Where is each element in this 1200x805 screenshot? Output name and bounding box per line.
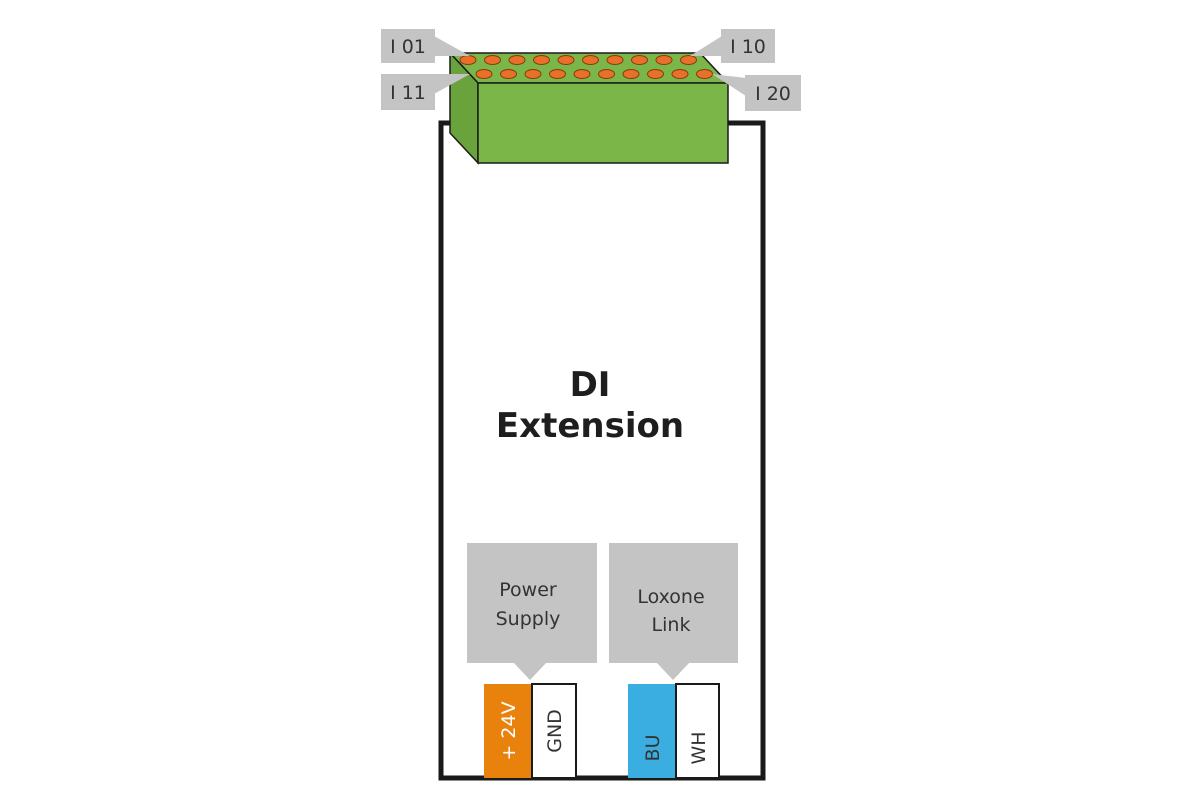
terminal-bu-label: BU: [642, 735, 664, 762]
pin-label-i10: I 10: [690, 29, 775, 63]
pin-row2-pin-8: [647, 69, 664, 79]
pin-row1-pin-8: [631, 55, 648, 65]
terminal-bu-block: [628, 684, 676, 778]
pin-label-i01-text: I 01: [390, 36, 426, 58]
device-title-line2: Extension: [496, 406, 684, 446]
power-supply-callout-pointer: [513, 662, 547, 680]
pin-label-i20: I 20: [712, 74, 801, 111]
pin-label-i01: I 01: [381, 29, 470, 63]
device-title-line1: DI: [570, 365, 611, 405]
power-supply-label-line1: Power: [499, 579, 557, 601]
pin-label-i20-text: I 20: [755, 83, 791, 105]
pin-callout-i10-pointer: [690, 36, 722, 56]
pin-label-i11: I 11: [381, 74, 470, 110]
terminal-gnd-block: [531, 683, 577, 779]
pin-row2-pin-9: [671, 69, 689, 79]
pin-row1-pin-9: [655, 55, 673, 65]
pin-row2-pin-5: [573, 69, 591, 79]
loxone-link-label-line1: Loxone: [637, 586, 704, 608]
pin-row2-pin-2: [500, 69, 517, 79]
loxone-link-callout-pointer: [656, 662, 690, 680]
power-supply-callout-box: [467, 543, 597, 663]
pin-row1-pin-6: [582, 55, 599, 65]
pin-row1-pin-4: [533, 55, 550, 65]
terminal-gnd-label: GND: [544, 709, 566, 753]
device-body: [438, 120, 766, 781]
terminal-plus24v: + 24V: [484, 684, 532, 778]
terminal-wh-block: [675, 683, 720, 779]
pin-row1-pin-3: [508, 55, 526, 65]
pin-row2-pin-1: [475, 69, 493, 79]
power-supply-label-line2: Supply: [496, 608, 561, 630]
pin-row2-pin-3: [524, 69, 542, 79]
pin-callout-i20-box: [745, 75, 801, 111]
loxone-link-label-line2: Link: [652, 614, 691, 636]
pin-label-i10-text: I 10: [730, 36, 766, 58]
input-connector: [448, 51, 730, 165]
loxone-link-callout: Loxone Link: [609, 543, 738, 680]
pin-row1-pin-1: [459, 55, 477, 65]
pin-callout-i20-pointer: [712, 74, 746, 96]
power-supply-callout: Power Supply: [467, 543, 597, 680]
pin-callout-i11-pointer: [434, 74, 470, 94]
pin-row2-pin-4: [549, 69, 566, 79]
terminal-bu: BU: [628, 684, 676, 778]
pin-row2-pin-10: [696, 69, 713, 79]
pin-callout-i01-pointer: [434, 36, 470, 56]
pin-row2-pin-7: [622, 69, 640, 79]
pin-row1-pin-7: [606, 55, 624, 65]
pin-callout-i10-box: [721, 29, 775, 63]
terminal-wh-label: WH: [688, 731, 710, 764]
terminal-gnd: GND: [531, 683, 577, 779]
connector-front-face: [477, 82, 729, 164]
terminal-wh: WH: [675, 683, 720, 779]
pin-callout-i01-box: [381, 29, 435, 63]
pin-row1-pin-2: [484, 55, 501, 65]
pin-label-i11-text: I 11: [390, 82, 426, 104]
pin-row1-pin-5: [557, 55, 575, 65]
connector-pins: [459, 55, 713, 79]
loxone-link-callout-box: [609, 543, 738, 663]
pin-row1-pin-10: [680, 55, 697, 65]
pin-row2-pin-6: [598, 69, 615, 79]
terminal-plus24v-block: [484, 684, 532, 778]
pin-callout-i11-box: [381, 74, 435, 110]
terminal-plus24v-label: + 24V: [498, 701, 520, 760]
